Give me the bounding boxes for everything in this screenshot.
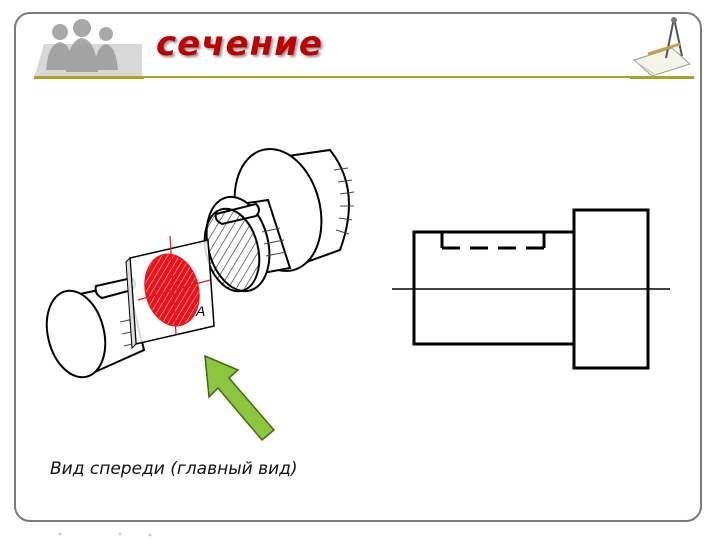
people-silhouette-logo-icon <box>34 19 144 79</box>
drawing-tools-icon <box>630 17 694 79</box>
front-view-drawing <box>392 208 670 370</box>
title-divider <box>36 76 692 78</box>
figure-caption: Вид спереди (главный вид) <box>50 459 298 479</box>
cutting-plane-edge <box>125 256 137 350</box>
section-figure <box>137 235 211 335</box>
keyway-visible-edge <box>440 232 546 248</box>
shaft-left-segment <box>45 276 146 379</box>
cutting-plane-label: A <box>195 303 205 319</box>
view-direction-arrow <box>204 354 276 442</box>
slide-title: сечение <box>156 24 323 64</box>
decorative-dots <box>58 532 152 537</box>
front-view-shaft-outline <box>412 230 576 346</box>
